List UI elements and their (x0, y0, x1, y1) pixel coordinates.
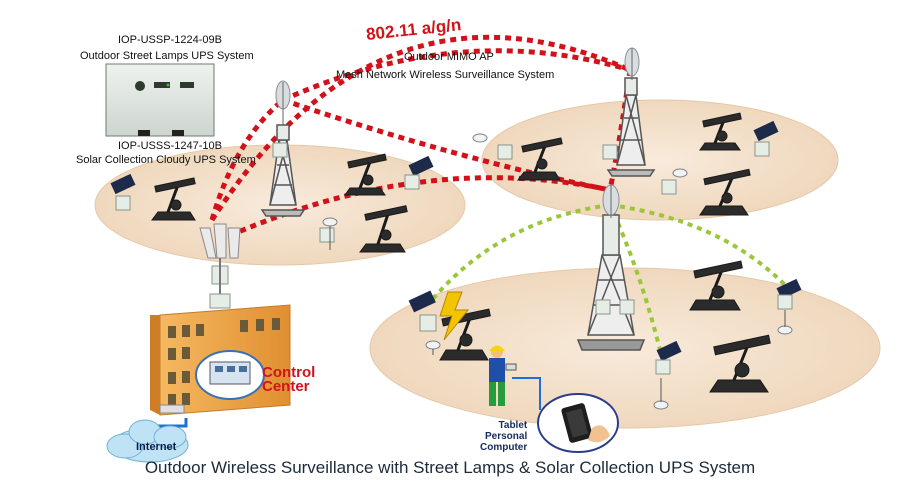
surveillance-camera-icon (653, 378, 669, 410)
ups-box-icon (754, 141, 770, 157)
ups-box-icon (619, 299, 635, 315)
tablet-label: Tablet Personal Computer (480, 420, 527, 453)
sector-antenna-icon (199, 223, 241, 309)
solar-panel-icon (753, 120, 779, 142)
surveillance-camera-icon (777, 310, 793, 335)
solar-panel-icon (656, 340, 682, 362)
ups-box-icon (655, 359, 671, 375)
client-link-center-to-bottom-cam (608, 204, 662, 351)
mesh-link-building-to-center-ap (218, 175, 611, 243)
tablet-link-line (512, 377, 541, 410)
field-worker-icon (489, 345, 517, 406)
mimo-ap-right-antenna-icon (624, 47, 640, 80)
mimo-ap-left-antenna-icon (275, 80, 291, 125)
control-center-building-icon (150, 304, 291, 416)
lightning-icon (439, 291, 470, 341)
tower-left (260, 124, 306, 217)
ap-title-label: Outdoor MIMO AP (404, 51, 494, 63)
tablet-label-line3: Computer (480, 442, 528, 453)
pumpjack-icon (359, 205, 408, 253)
tower-center (576, 214, 646, 351)
ups-street-model-label: IOP-USSP-1224-09B (118, 34, 222, 46)
tablet-icon (537, 393, 619, 453)
control-center-line2: Center (262, 378, 310, 395)
ups-street-desc-label: Outdoor Street Lamps UPS System (80, 50, 254, 62)
ups-box-icon (115, 195, 131, 211)
ups-solar-desc-label: Solar Collection Cloudy UPS System (76, 154, 256, 166)
tablet-label-line2: Personal (484, 431, 528, 442)
internet-label: Internet (136, 441, 177, 453)
ups-box-icon (777, 294, 793, 310)
tower-right (606, 77, 656, 177)
pumpjack-icon (344, 153, 387, 196)
ups-product-icon (105, 63, 215, 137)
ups-box-icon (272, 142, 288, 158)
pumpjack-icon (439, 308, 491, 361)
pumpjack-icon (151, 177, 196, 221)
mimo-ap-center-antenna-icon (602, 184, 620, 218)
internet-cloud-icon (106, 419, 189, 463)
ups-solar-model-label: IOP-USSS-1247-10B (118, 140, 222, 152)
ups-box-icon (602, 144, 618, 160)
ups-box-icon (404, 174, 420, 190)
ups-box-icon (419, 314, 437, 332)
ups-box-icon (661, 179, 677, 195)
tablet-label-line1: Tablet (498, 420, 528, 431)
surveillance-camera-icon (425, 340, 441, 355)
client-link-center-to-right-cam (609, 203, 787, 287)
network-desc-label: Mesh Network Wireless Surveillance Syste… (336, 69, 555, 81)
mesh-link-left-ap-to-right-ap (281, 48, 631, 103)
solar-panel-icon (776, 278, 802, 300)
solar-panel-icon (408, 155, 434, 177)
site-area-right (481, 99, 839, 221)
control-center-label: Control Center (262, 364, 316, 395)
solar-panel-icon (408, 290, 436, 313)
diagram-title: Outdoor Wireless Surveillance with Stree… (144, 458, 756, 477)
pumpjack-icon (699, 168, 751, 216)
surveillance-camera-icon (322, 217, 338, 250)
ups-box-icon (319, 227, 335, 243)
ups-box-icon (595, 299, 611, 315)
pumpjack-icon (699, 112, 742, 151)
surveillance-camera-icon (472, 133, 488, 143)
control-center-line1: Control (262, 364, 316, 381)
solar-panel-icon (110, 173, 136, 195)
pumpjack-icon (709, 334, 771, 393)
client-link-center-to-left-cam (430, 203, 611, 302)
mesh-link-left-ap-to-center-ap (282, 97, 611, 193)
pumpjack-icon (517, 137, 563, 181)
pumpjack-icon (689, 260, 743, 311)
ups-box-icon (497, 144, 513, 160)
mesh-link-building-to-right-ap (209, 34, 632, 222)
surveillance-camera-icon (672, 168, 688, 178)
